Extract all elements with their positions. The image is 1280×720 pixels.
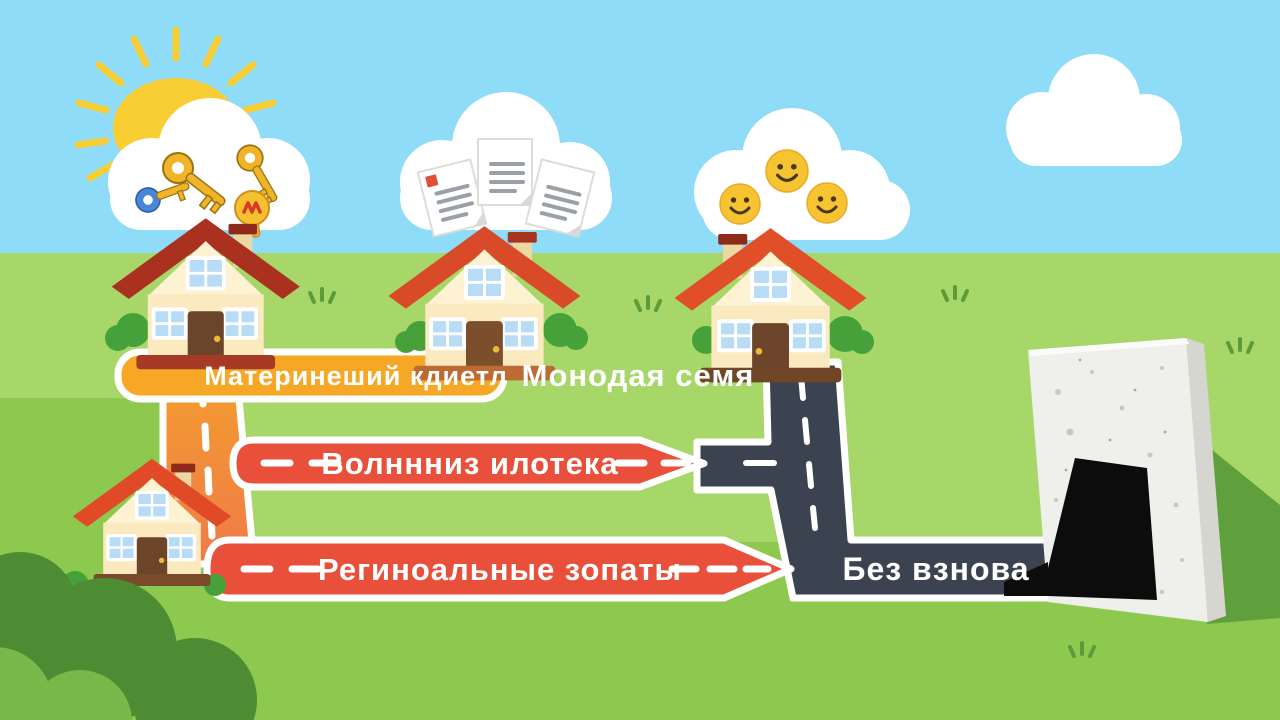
concrete-wall-doorway-icon [1004, 338, 1226, 622]
path-military-mortgage [229, 436, 708, 491]
label-young-family: Монодая семя [522, 358, 755, 393]
label-military-mortgage: Волннниз илотека [321, 446, 618, 481]
documents-cloud [400, 92, 612, 238]
label-no-downpayment: Без взнова [842, 551, 1029, 587]
corner-bush-light [0, 647, 132, 720]
label-maternal-capital: Материнеший кдиетл [204, 361, 508, 391]
corner-bush-dark [0, 552, 257, 720]
road-no-downpayment [693, 358, 1104, 602]
wall-side [1186, 338, 1226, 622]
wall-speckles [1054, 358, 1184, 595]
doorway-opening [1048, 458, 1157, 600]
documents-icon [416, 138, 596, 238]
smileys-cloud [694, 108, 910, 240]
wall-top [1028, 338, 1189, 356]
keys-cloud [108, 98, 310, 238]
label-regional-payments: Региноальные зопаты [318, 552, 682, 587]
doorway-spill [1004, 562, 1048, 596]
plain-cloud [1006, 54, 1182, 166]
